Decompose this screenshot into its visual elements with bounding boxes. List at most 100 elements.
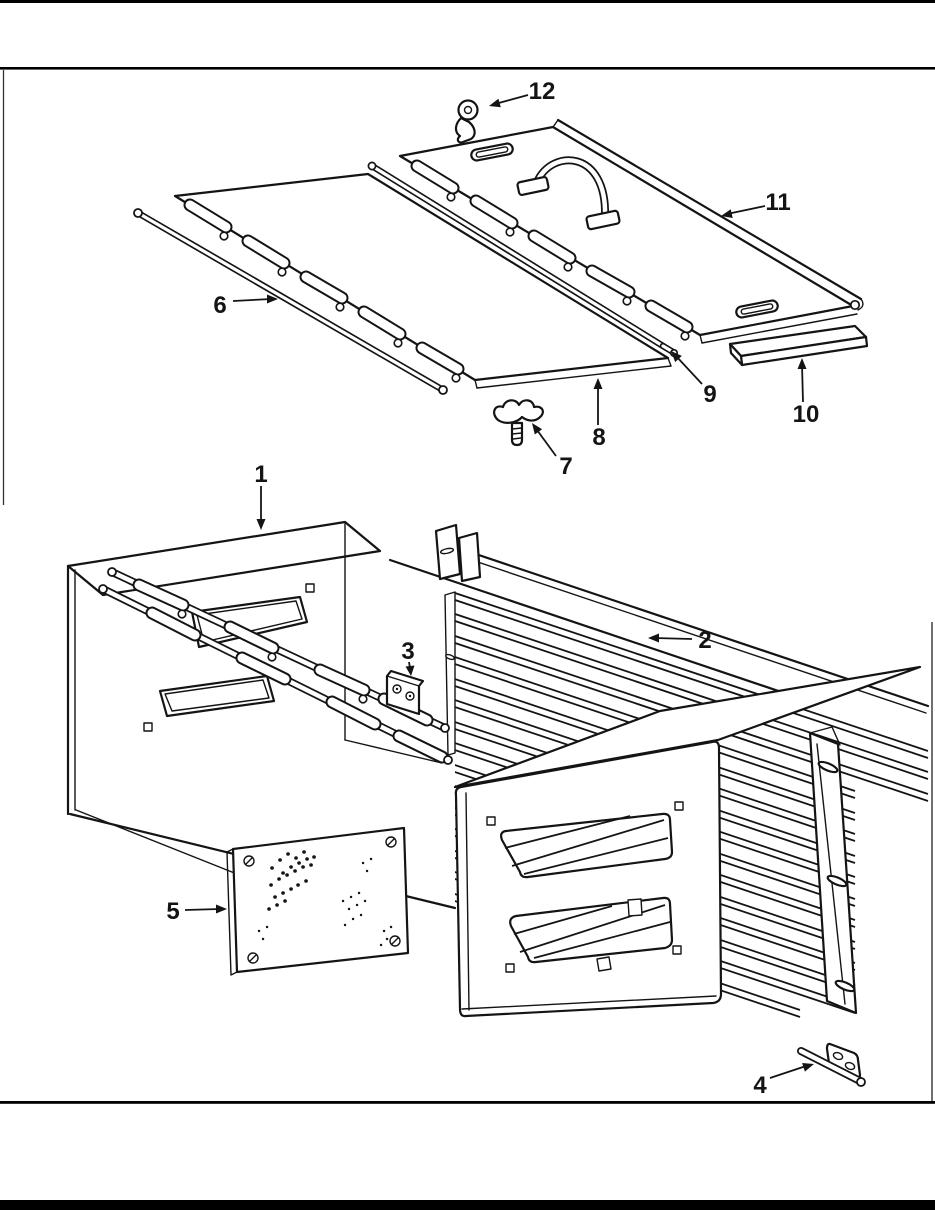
callout-8: 8 [592, 378, 606, 451]
callout-10: 10 [793, 358, 820, 428]
sleeve-curl [177, 609, 187, 619]
perforations [257, 857, 393, 947]
screw-hole-square [143, 722, 153, 732]
callout-12: 12 [489, 78, 556, 108]
hinge-sleeve-curls [219, 231, 461, 383]
callout-2-label: 2 [698, 627, 711, 654]
bottom-tab [596, 956, 612, 972]
corner-screw-holes [243, 836, 401, 964]
bracket-slot [817, 760, 839, 774]
part-1-cabinet-shell [66, 520, 457, 910]
part-6-hinge-rod [133, 208, 448, 395]
shell-top-plate [66, 520, 382, 597]
callout-1-label: 1 [254, 461, 267, 488]
cabinet-assembly-group [66, 520, 930, 1087]
bar-end-face [728, 342, 744, 367]
part-4-pin-bracket [797, 1042, 866, 1087]
louver-panel-front-top-edge [388, 558, 813, 704]
callout-7: 7 [532, 423, 573, 480]
bottom-black-bar [0, 1200, 935, 1210]
part-12-retainer-clip [454, 99, 479, 144]
plate-thickness [226, 848, 238, 976]
callout-12-arrow [494, 94, 529, 105]
handle [516, 156, 621, 231]
bracket-hole [832, 1051, 844, 1061]
callout-9-label: 9 [703, 381, 716, 408]
inner-box [453, 665, 922, 1018]
handle-foot [516, 175, 550, 197]
part-10-flat-bar [728, 324, 869, 367]
callout-3: 3 [401, 638, 415, 676]
callout-12-label: 12 [529, 78, 556, 105]
callout-11-label: 11 [765, 189, 790, 216]
callout-10-arrow [801, 363, 804, 403]
callout-4: 4 [753, 1063, 814, 1099]
hand-slot [470, 142, 514, 162]
footer-rule [0, 1101, 935, 1104]
screw-hole-square [672, 945, 682, 955]
screw-hole-square [486, 816, 496, 826]
part-3-bracket-plate [385, 669, 425, 716]
callout-6-label: 6 [213, 292, 226, 319]
callout-7-arrow [536, 429, 557, 457]
hinge-sleeve-curls [446, 192, 690, 341]
wing-nut-wings [493, 399, 544, 424]
inner-box-front-panel [454, 740, 723, 1018]
callout-3-label: 3 [401, 638, 414, 665]
callout-5-arrow [184, 908, 221, 911]
rod-end-cap [367, 161, 377, 171]
pin-end-cap [856, 1077, 866, 1087]
rolled-edge [556, 118, 863, 301]
rod-end-cap [133, 208, 143, 218]
clip-tail [454, 116, 476, 144]
clip-hole [463, 105, 473, 115]
part-11-top-panel [398, 118, 864, 344]
screw-hole-square [305, 583, 315, 593]
part-8-side-panel [173, 172, 672, 389]
tab-slot [439, 547, 455, 555]
part-9-hinge-rod [367, 161, 679, 358]
callout-2-arrow [653, 637, 693, 640]
callout-8-label: 8 [592, 424, 605, 451]
callout-6-arrow [232, 298, 272, 302]
callout-11-arrow [726, 205, 766, 215]
callout-10-label: 10 [793, 401, 820, 428]
handle-foot [585, 209, 621, 231]
bracket-slot [834, 979, 856, 993]
louver-panel-left-bracket [434, 523, 482, 756]
screw-threads [511, 427, 523, 440]
callout-7-label: 7 [559, 453, 572, 480]
part-5-perforated-plate [226, 826, 410, 976]
callout-1: 1 [254, 461, 268, 530]
callout-4-arrow [769, 1065, 807, 1079]
slot-louvers [504, 815, 669, 875]
left-panel-edge-thickness [476, 365, 672, 389]
header-rule [0, 67, 935, 70]
callout-9-arrow [675, 355, 703, 385]
screw-hole-square [505, 963, 515, 973]
clip-ring [457, 99, 479, 121]
panel-edge-thickness [701, 313, 858, 344]
rod-end-cap [438, 385, 448, 395]
bracket-slot [445, 653, 455, 661]
side-vent-slot [158, 674, 276, 718]
hinge-rod-pair [98, 567, 453, 765]
perforations [267, 850, 316, 911]
callout-11: 11 [721, 189, 791, 218]
callout-5: 5 [166, 898, 227, 925]
louver-panel-right-bracket [808, 726, 858, 1015]
slot-notch-tab [627, 898, 643, 917]
callout-4-label: 4 [753, 1072, 767, 1099]
sleeve-curl [358, 694, 368, 704]
plate-face [231, 826, 410, 974]
screw-hole-square [674, 801, 684, 811]
callout-9: 9 [671, 351, 717, 408]
callouts: 1 2 3 4 5 6 7 [166, 78, 819, 1099]
callout-5-label: 5 [166, 898, 179, 925]
hinge-tab [457, 531, 482, 583]
top-black-bar [0, 0, 935, 3]
bracket-hole [844, 1061, 856, 1071]
callout-2: 2 [648, 627, 712, 654]
